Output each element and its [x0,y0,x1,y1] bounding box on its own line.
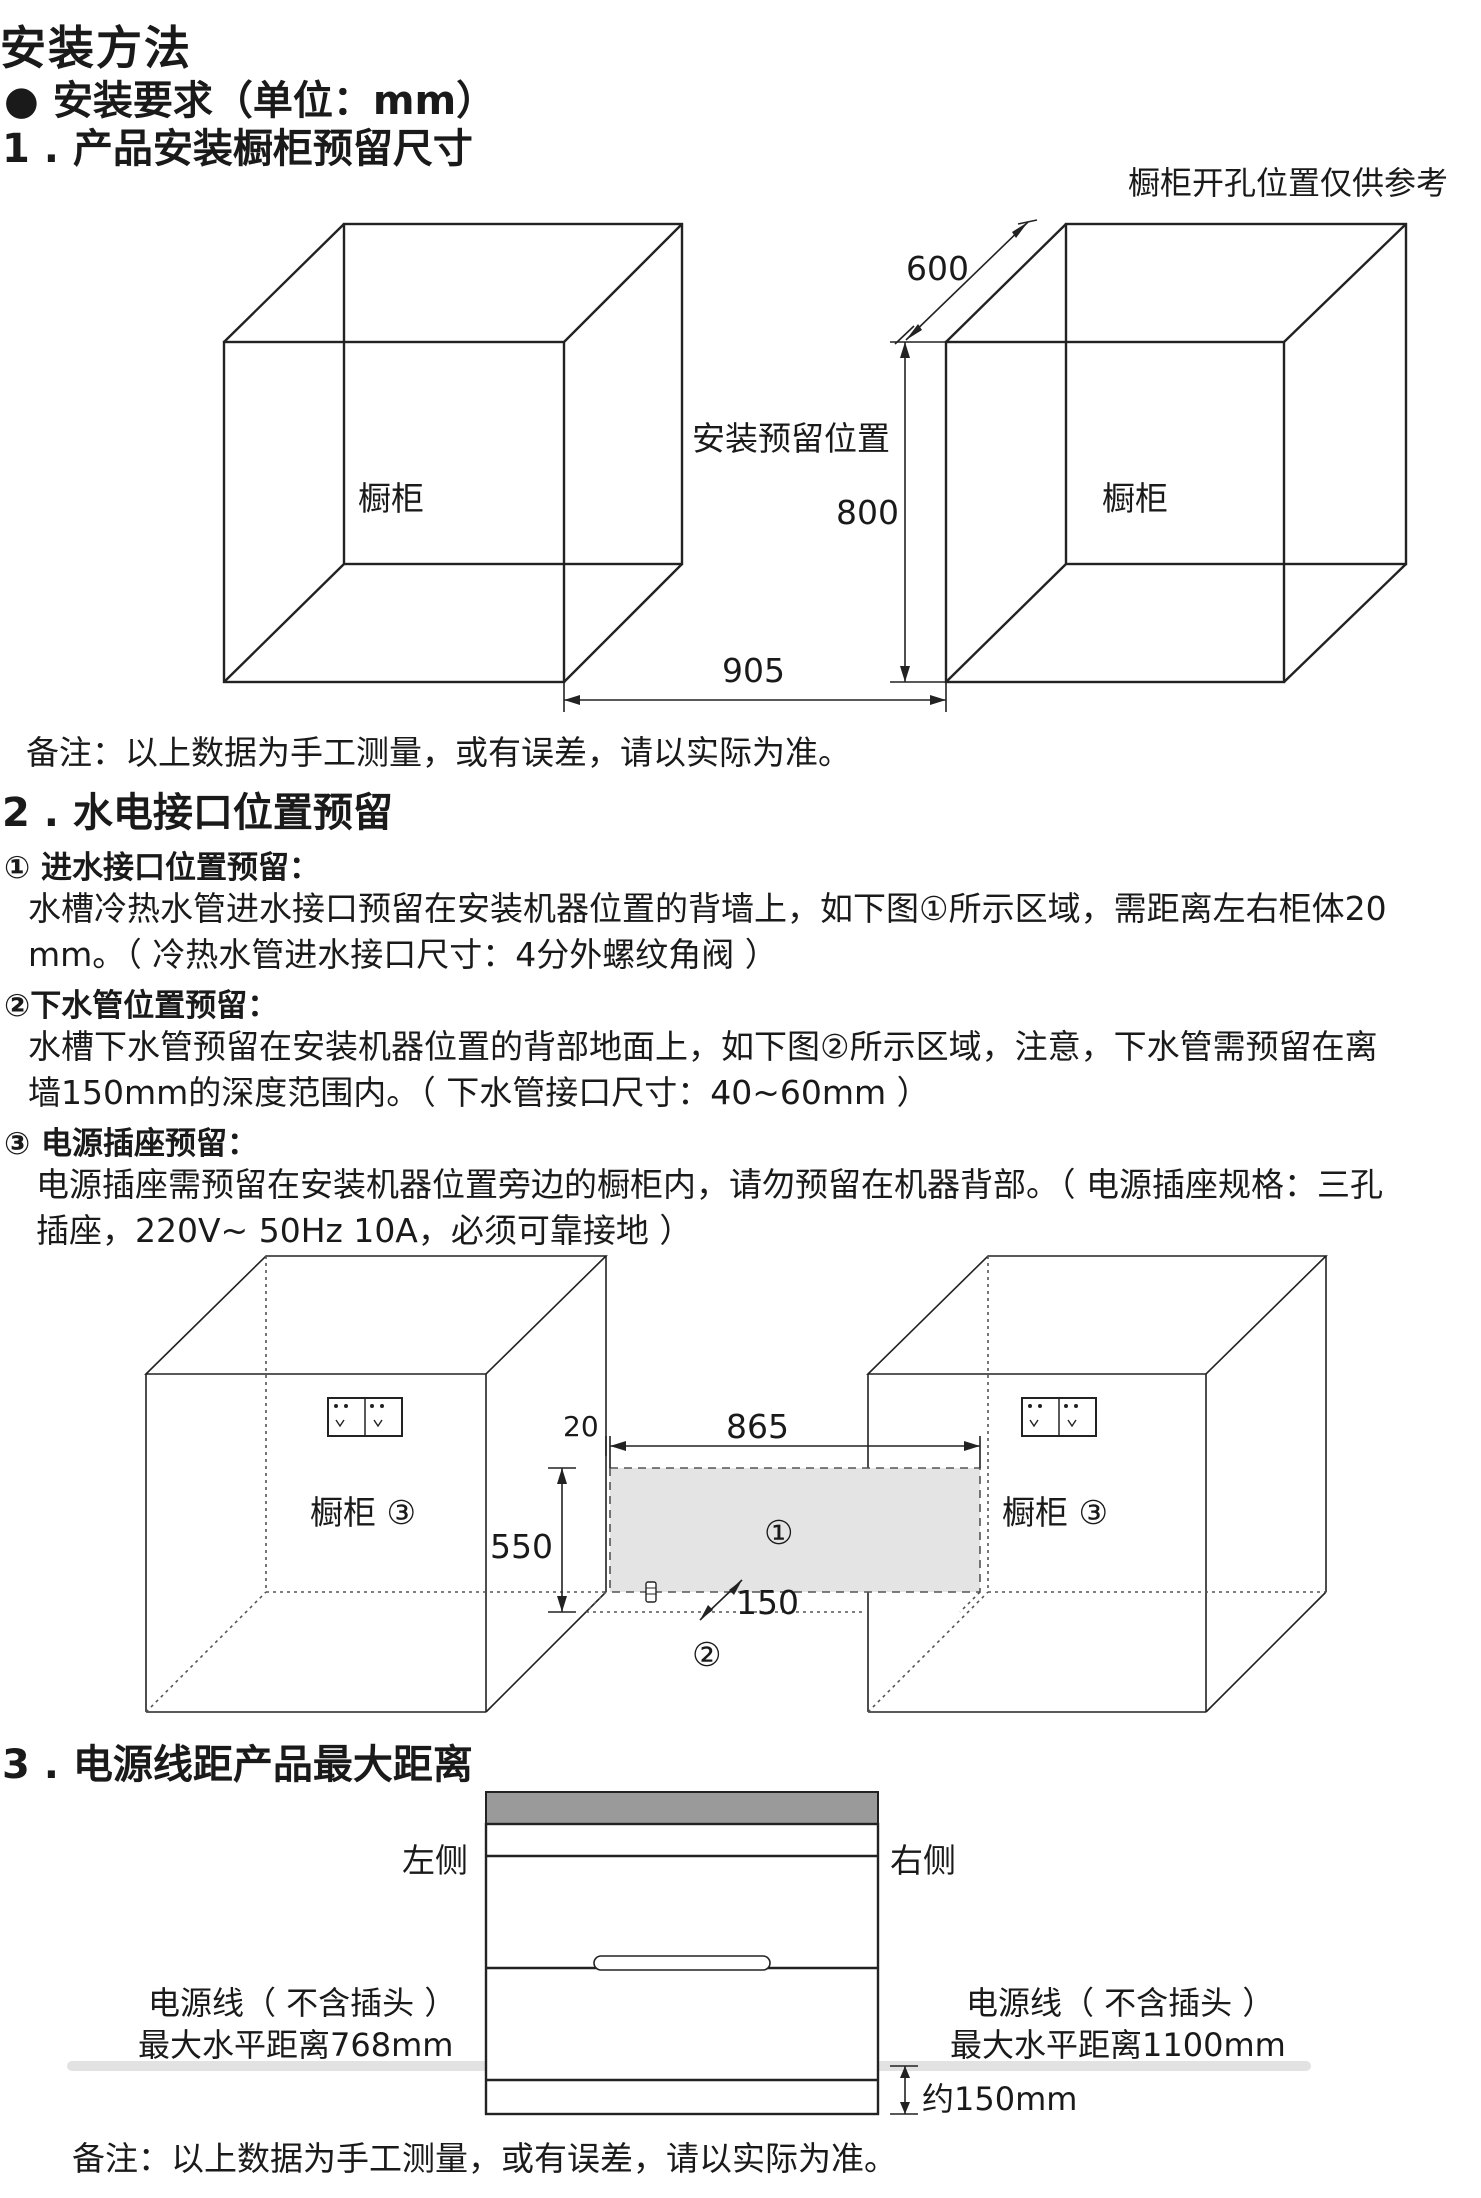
bottom-offset-value: 约150mm [922,2080,1078,2118]
section3-heading: 3 . 电源线距产品最大距离 [2,1742,473,1788]
install-position-label: 安装预留位置 [692,419,890,458]
right-side-label: 右侧 [890,1841,956,1880]
item3-heading: ③ 电源插座预留： [4,1126,259,1162]
drain-depth-value: 150 [736,1583,799,1622]
appliance-front [484,1791,880,2116]
depth-dimension [894,219,1038,345]
item2-line1: 水槽下水管预留在安装机器位置的背部地面上，如下图②所示区域，注意，下水管需预留在… [28,1027,1378,1066]
height-dimension [890,341,946,683]
gap-value: 20 [563,1410,599,1443]
water-inlet-zone [609,1467,981,1593]
left-side-label: 左侧 [402,1841,468,1880]
cabinet-dimension-diagram [222,219,1408,712]
section1-note: 备注：以上数据为手工测量，或有误差，请以实际为准。 [26,733,851,772]
right-cabinet-label-2: 橱柜 ③ [1002,1493,1109,1532]
power-socket-icon [327,1397,403,1437]
power-cord-diagram [67,1791,1311,2116]
right-cabinet-label: 橱柜 [1102,479,1168,518]
bottom-offset-dimension [890,2065,918,2115]
depth-value: 600 [906,249,969,288]
page-title: 安装方法 [0,21,192,75]
width-dimension [563,682,947,712]
item2-line2: 墙150mm的深度范围内。（ 下水管接口尺寸：40~60mm ） [28,1073,930,1112]
zone-height-value: 550 [490,1527,553,1566]
width-value: 905 [722,651,785,690]
cord-right-line2: 最大水平距离1100mm [950,2026,1286,2064]
zone2-marker: ② [692,1635,722,1674]
item1-line2: mm。（ 冷热水管进水接口尺寸：4分外螺纹角阀 ） [28,935,778,974]
drawer-handle [593,1955,771,1971]
zone-width-value: 865 [726,1407,789,1446]
section3-note: 备注：以上数据为手工测量，或有误差，请以实际为准。 [72,2139,897,2178]
item1-heading: ① 进水接口位置预留： [4,850,321,886]
zone-width-dimension [609,1436,981,1468]
drain-depth-dimension [699,1579,743,1621]
reference-note: 橱柜开孔位置仅供参考 [1128,164,1449,202]
zone1-marker: ① [764,1513,794,1552]
left-cabinet-box-2 [144,1255,608,1713]
section2-heading: 2 . 水电接口位置预留 [2,790,393,836]
requirements-heading: ● 安装要求（单位：mm） [4,78,497,124]
item1-line1: 水槽冷热水管进水接口预留在安装机器位置的背墙上，如下图①所示区域，需距离左右柜体… [28,889,1387,928]
utility-position-diagram [144,1255,1328,1713]
right-cabinet-box [944,222,1408,684]
cord-left-line2: 最大水平距离768mm [138,2026,454,2064]
left-cabinet-box [222,222,684,684]
left-cabinet-label-2: 橱柜 ③ [310,1493,417,1532]
item3-line2: 插座，220V~ 50Hz 10A，必须可靠接地 ） [36,1211,693,1250]
section1-heading: 1 . 产品安装橱柜预留尺寸 [2,126,473,172]
zone-height-dimension [548,1467,576,1613]
power-socket-icon [1021,1397,1097,1437]
cord-right-line1: 电源线（ 不含插头 ） [966,1984,1275,2022]
cord-left-line1: 电源线（ 不含插头 ） [148,1984,457,2022]
item2-heading: ②下水管位置预留： [4,988,279,1024]
drain-pipe-icon [645,1581,657,1603]
left-cabinet-label: 橱柜 [358,479,424,518]
item3-line1: 电源插座需预留在安装机器位置旁边的橱柜内，请勿预留在机器背部。（ 电源插座规格：… [36,1165,1383,1204]
height-value: 800 [836,493,899,532]
